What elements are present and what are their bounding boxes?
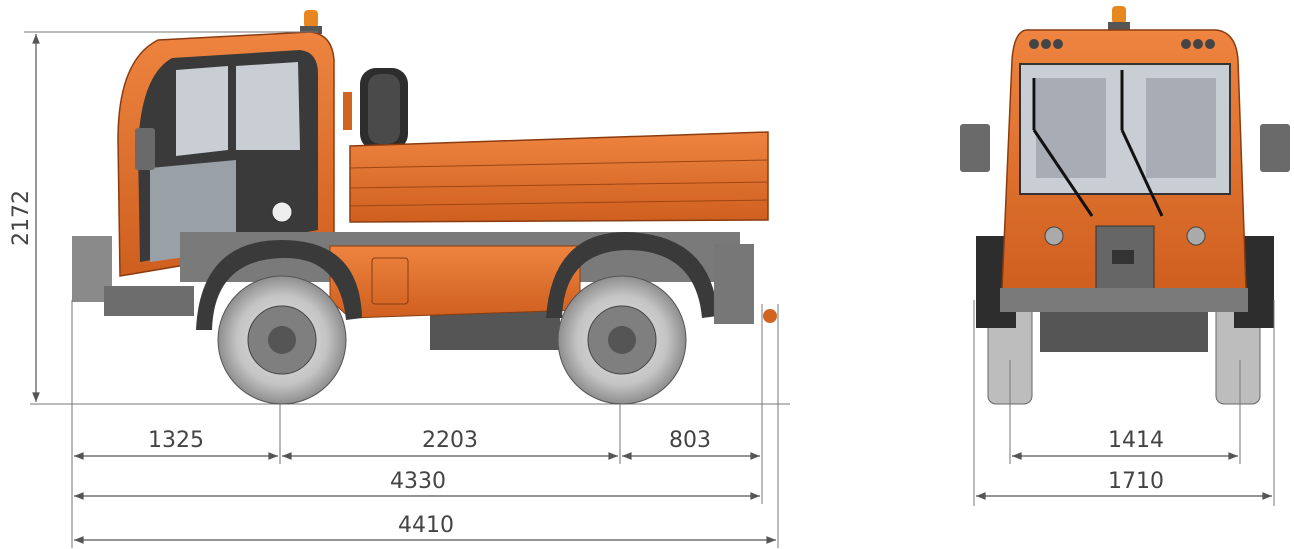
rear-wheel (557, 275, 687, 405)
front-dimensions: 1414 1710 (973, 300, 1275, 506)
body-length-label: 4330 (390, 469, 446, 494)
roof-lights (1029, 39, 1215, 49)
left-headlight (1044, 226, 1064, 246)
front-view-vehicle (960, 6, 1290, 405)
body-panel (329, 245, 581, 319)
beacon-light (304, 10, 318, 28)
front-beacon-light (1112, 6, 1126, 24)
cab-window-front (176, 66, 228, 156)
front-left-mirror (960, 124, 990, 172)
left-wiper (1032, 129, 1094, 217)
front-wheel (217, 275, 347, 405)
side-mirror (135, 128, 155, 170)
track-width-label: 1414 (1108, 428, 1164, 453)
overall-width-label: 1710 (1108, 469, 1164, 494)
cab-window-rear (236, 62, 300, 150)
overall-length-label: 4410 (398, 513, 454, 538)
height-label: 2172 (9, 190, 34, 246)
right-wiper (1120, 129, 1164, 217)
rear-fender (546, 232, 718, 318)
wheelbase-label: 2203 (422, 428, 478, 453)
side-dimensions: 2172 1325 2203 803 4330 4410 (9, 31, 779, 548)
rear-hitch (714, 244, 754, 324)
front-fender (196, 240, 362, 330)
front-overhang-label: 1325 (148, 428, 204, 453)
right-headlight (1186, 226, 1206, 246)
rear-overhang-label: 803 (669, 428, 711, 453)
side-view-vehicle (30, 10, 790, 405)
front-bumper (1000, 288, 1248, 312)
dump-bed (349, 131, 769, 223)
front-right-mirror (1260, 124, 1290, 172)
